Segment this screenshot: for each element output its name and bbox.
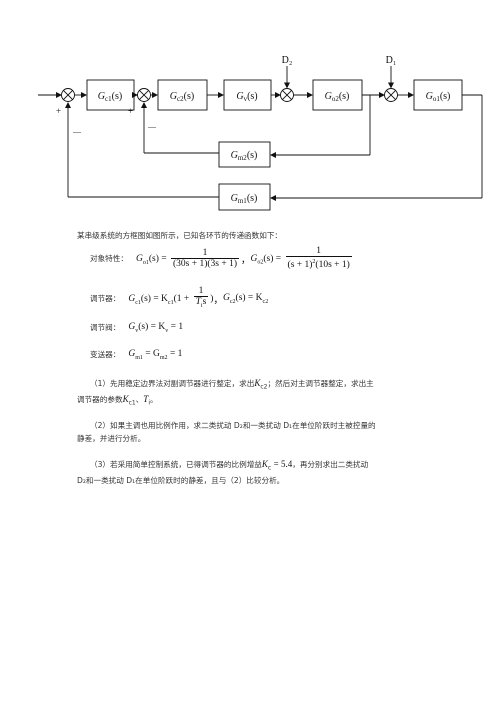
label-gc1: Gc1(s)	[98, 91, 122, 103]
question-3-line-2: D₂和一类扰动 D₁在单位阶跃时的静差，且与（2）比较分析。	[77, 476, 285, 485]
valve-label: 调节阀：	[90, 323, 121, 333]
sign-plus-2: +	[128, 106, 133, 116]
label-gm2: Gm2(s)	[231, 150, 258, 162]
question-1-line-2: 调节器的参数Kc1、Ti。	[77, 394, 158, 407]
label-gv: Gv(s)	[236, 91, 257, 103]
transmitter-label: 变送器：	[90, 350, 121, 360]
label-gm1: Gm1(s)	[231, 193, 258, 205]
label-go1: Go1(s)	[426, 91, 451, 103]
gm-equation: Gm1 = Gm2 = 1	[128, 349, 183, 361]
sign-plus-1: +	[56, 106, 61, 116]
sign-minus-1: —	[72, 127, 82, 136]
controller-label: 调节器：	[90, 294, 121, 304]
plant-equations: 对象特性： Go1(s) = 1(30s + 1)(3s + 1) ， Go2(…	[90, 246, 354, 271]
question-2-line-2: 静差，并进行分析。	[77, 434, 146, 443]
go1-equation: Go1(s) = 1(30s + 1)(3s + 1)	[135, 247, 239, 269]
valve-equation-row: 调节阀： Gv(s) = Kv = 1	[90, 322, 183, 334]
disturbance-d2-label: D₂	[282, 55, 293, 66]
plant-label: 对象特性：	[90, 254, 128, 264]
gv-equation: Gv(s) = Kv = 1	[128, 322, 184, 334]
gc2-equation: Gc2(s) = Kc2	[222, 293, 269, 305]
block-gm2	[218, 141, 271, 168]
go2-equation: Go2(s) = 1(s + 1)2(10s + 1)	[250, 246, 352, 271]
question-2-line-1: （2）如果主调也用比例作用，求二类扰动 D₂和一类扰动 D₁在单位阶跃时主被控量…	[90, 421, 376, 430]
question-3-line-1: （3）若采用简单控制系统，已得调节器的比例增益Kc = 5.4，再分别求出二类扰…	[90, 459, 369, 472]
disturbance-d1-label: D₁	[386, 55, 397, 66]
block-diagram: Gc1(s) Gc2(s) Gv(s) Go2(s) Go1(s) Gm2(s)…	[38, 55, 483, 211]
sign-minus-2: —	[147, 122, 157, 131]
label-go2: Go2(s)	[325, 91, 350, 103]
question-1-line-1: （1）先用稳定边界法对副调节器进行整定，求出Kc2；然后对主调节器整定，求出主	[90, 378, 374, 391]
transmitter-equation-row: 变送器： Gm1 = Gm2 = 1	[90, 349, 182, 361]
label-gc2: Gc2(s)	[170, 91, 194, 103]
intro-text: 某串级系统的方框图如图所示，已知各环节的传递函数如下：	[77, 231, 283, 240]
